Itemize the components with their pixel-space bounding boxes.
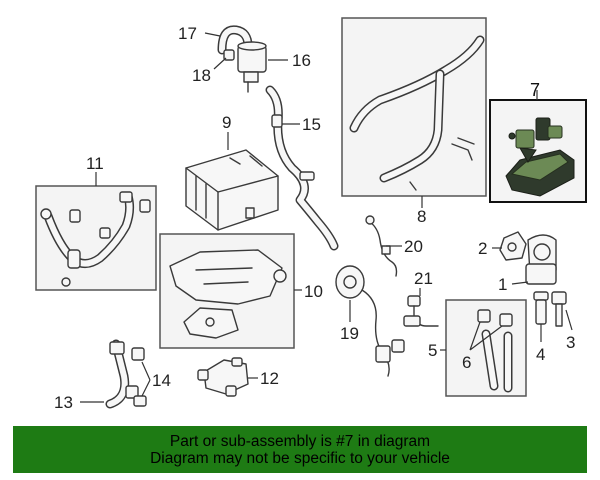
callout-8: 8: [417, 207, 426, 226]
part-2-gasket[interactable]: [499, 231, 527, 261]
banner-line-1: Part or sub-assembly is #7 in diagram: [169, 432, 431, 450]
callout-4: 4: [536, 345, 545, 364]
info-banner: Part or sub-assembly is #7 in diagram Di…: [13, 426, 587, 473]
part-1-valve[interactable]: [525, 234, 557, 285]
callout-9: 9: [222, 113, 231, 132]
callout-6: 6: [462, 353, 471, 372]
part-10-heat-shield[interactable]: [169, 249, 287, 339]
callout-2: 2: [478, 239, 487, 258]
callout-17: 17: [178, 24, 197, 43]
part-5-hoses[interactable]: [481, 329, 513, 393]
callout-14: 14: [152, 371, 171, 390]
callout-19: 19: [340, 324, 359, 343]
part-9-charcoal-canister[interactable]: [185, 149, 279, 231]
part-7-purge-valve-assembly[interactable]: [505, 117, 575, 197]
callout-16: 16: [292, 51, 311, 70]
part-13-hose[interactable]: [105, 339, 139, 409]
callout-7: 7: [530, 80, 540, 100]
part-6-hose-clamps[interactable]: [477, 309, 513, 327]
part-14-clamps[interactable]: [131, 347, 147, 407]
part-20-bracket[interactable]: [365, 215, 398, 277]
callout-1: 1: [498, 275, 507, 294]
callout-20: 20: [404, 237, 423, 256]
callout-5: 5: [428, 341, 437, 360]
callout-15: 15: [302, 115, 321, 134]
part-4-fitting[interactable]: [533, 291, 549, 325]
callout-21: 21: [414, 269, 433, 288]
callout-11: 11: [86, 154, 104, 173]
callout-3: 3: [566, 333, 575, 352]
part-15-hose[interactable]: [265, 85, 339, 251]
part-12-solenoid[interactable]: [197, 357, 249, 397]
part-17-hose[interactable]: [217, 25, 253, 55]
part-18-clamp[interactable]: [223, 49, 235, 61]
callout-10: 10: [304, 282, 323, 301]
part-3-bolt[interactable]: [551, 291, 567, 327]
part-8-pipe-assembly[interactable]: [349, 35, 485, 191]
banner-line-2: Diagram may not be specific to your vehi…: [150, 449, 450, 467]
callout-13: 13: [54, 393, 73, 412]
callout-18: 18: [192, 66, 211, 85]
part-11-pipe-assembly[interactable]: [40, 191, 151, 287]
callout-12: 12: [260, 369, 279, 388]
part-21-sensor[interactable]: [403, 295, 439, 327]
part-19-sensor[interactable]: [335, 265, 405, 377]
part-16-valve[interactable]: [237, 41, 267, 93]
